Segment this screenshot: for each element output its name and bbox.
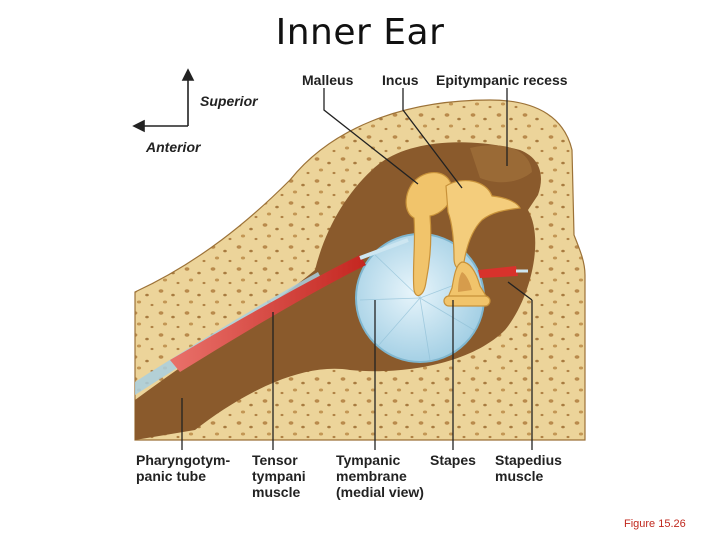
label-tensor-tympani: Tensor tympani muscle — [252, 452, 306, 500]
label-stapedius: Stapedius muscle — [495, 452, 562, 484]
label-malleus: Malleus — [302, 72, 354, 88]
stapedius-shape — [478, 266, 518, 278]
anterior-label: Anterior — [146, 139, 201, 155]
leader-lines — [181, 88, 533, 450]
tensor-tympani-shape — [170, 255, 366, 372]
tympanic-cavity — [135, 142, 541, 440]
label-epitympanic-recess: Epitympanic recess — [436, 72, 568, 88]
figure-reference: Figure 15.26 — [624, 518, 686, 530]
label-stapes: Stapes — [430, 452, 476, 468]
incus-shape — [445, 179, 521, 269]
label-incus: Incus — [382, 72, 419, 88]
epitympanic-recess-shape — [470, 145, 532, 183]
orientation-arrows — [132, 68, 195, 133]
label-tympanic-membrane: Tympanic membrane (medial view) — [336, 452, 424, 500]
label-pharyngotympanic-tube: Pharyngotym- panic tube — [136, 452, 231, 484]
slide-title: Inner Ear — [275, 12, 445, 53]
superior-label: Superior — [200, 93, 258, 109]
